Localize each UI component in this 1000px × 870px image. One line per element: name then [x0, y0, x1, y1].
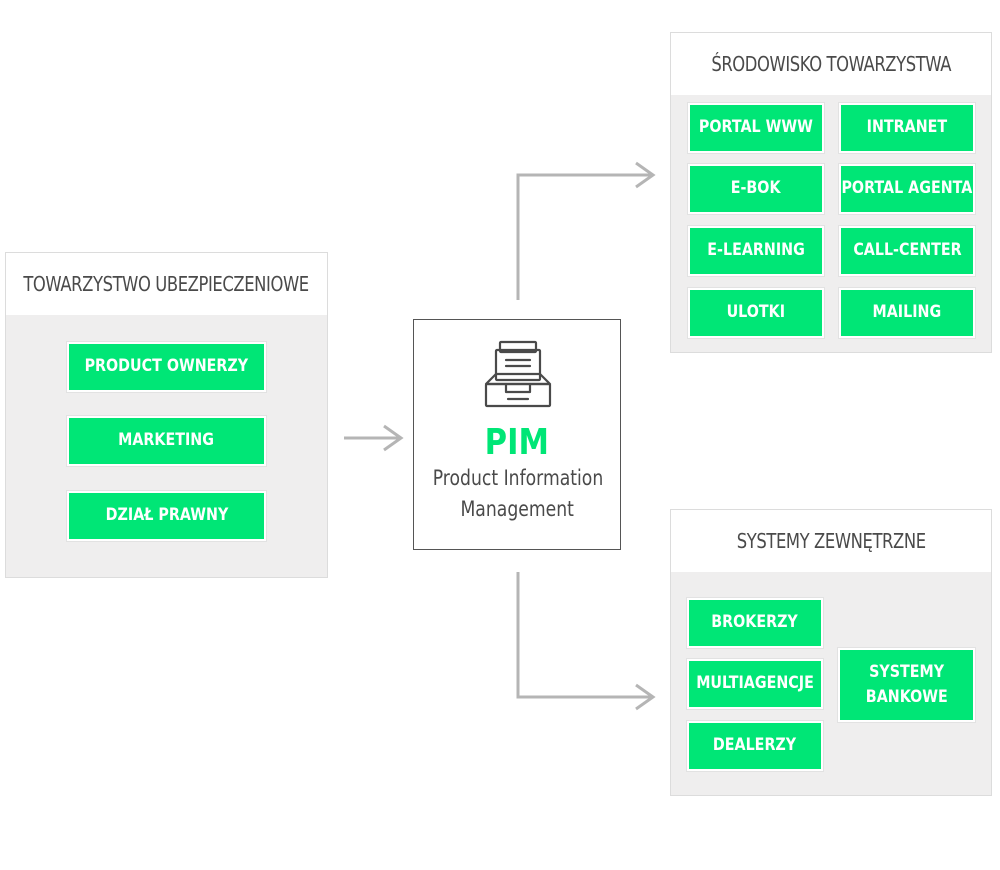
- call-center-box: CALL-CENTER: [839, 226, 975, 276]
- e-bok-box: E-BOK: [688, 164, 824, 214]
- bank-systems-line2: BANKOWE: [865, 687, 948, 707]
- agent-portal-box: PORTAL AGENTA: [839, 164, 975, 214]
- portal-www-box: PORTAL WWW: [688, 103, 824, 153]
- arrow-pim-to-top: [516, 161, 656, 300]
- marketing-box: MARKETING: [67, 416, 266, 466]
- arrow-pim-to-bottom: [516, 572, 656, 711]
- inbox-tray-icon: [484, 340, 552, 408]
- external-systems-panel-title: SYSTEMY ZEWNĘTRZNE: [671, 510, 991, 572]
- pim-box: PIM Product Information Management: [413, 319, 621, 550]
- pim-subtitle-line1: Product Information: [432, 466, 604, 490]
- e-learning-box: E-LEARNING: [688, 226, 824, 276]
- mailing-box: MAILING: [839, 288, 975, 338]
- pim-title: PIM: [484, 422, 550, 463]
- intranet-box: INTRANET: [839, 103, 975, 153]
- external-systems-panel: SYSTEMY ZEWNĘTRZNE BROKERZY MULTIAGENCJE…: [670, 509, 992, 796]
- insurance-company-panel-title: TOWARZYSTWO UBEZPIECZENIOWE: [6, 253, 327, 315]
- company-environment-panel: ŚRODOWISKO TOWARZYSTWA PORTAL WWW INTRAN…: [670, 32, 992, 353]
- brokers-box: BROKERZY: [687, 598, 823, 648]
- arrow-left-to-pim: [344, 424, 404, 452]
- leaflets-box: ULOTKI: [688, 288, 824, 338]
- bank-systems-line1: SYSTEMY: [869, 661, 944, 682]
- company-environment-panel-title: ŚRODOWISKO TOWARZYSTWA: [671, 33, 991, 95]
- legal-department-box: DZIAŁ PRAWNY: [67, 491, 266, 541]
- multiagencies-box: MULTIAGENCJE: [687, 659, 823, 709]
- pim-subtitle-line2: Management: [460, 497, 574, 521]
- product-owners-box: PRODUCT OWNERZY: [67, 342, 266, 392]
- dealers-box: DEALERZY: [687, 721, 823, 771]
- bank-systems-box: SYSTEMY BANKOWE: [838, 648, 975, 722]
- insurance-company-panel: TOWARZYSTWO UBEZPIECZENIOWE PRODUCT OWNE…: [5, 252, 328, 578]
